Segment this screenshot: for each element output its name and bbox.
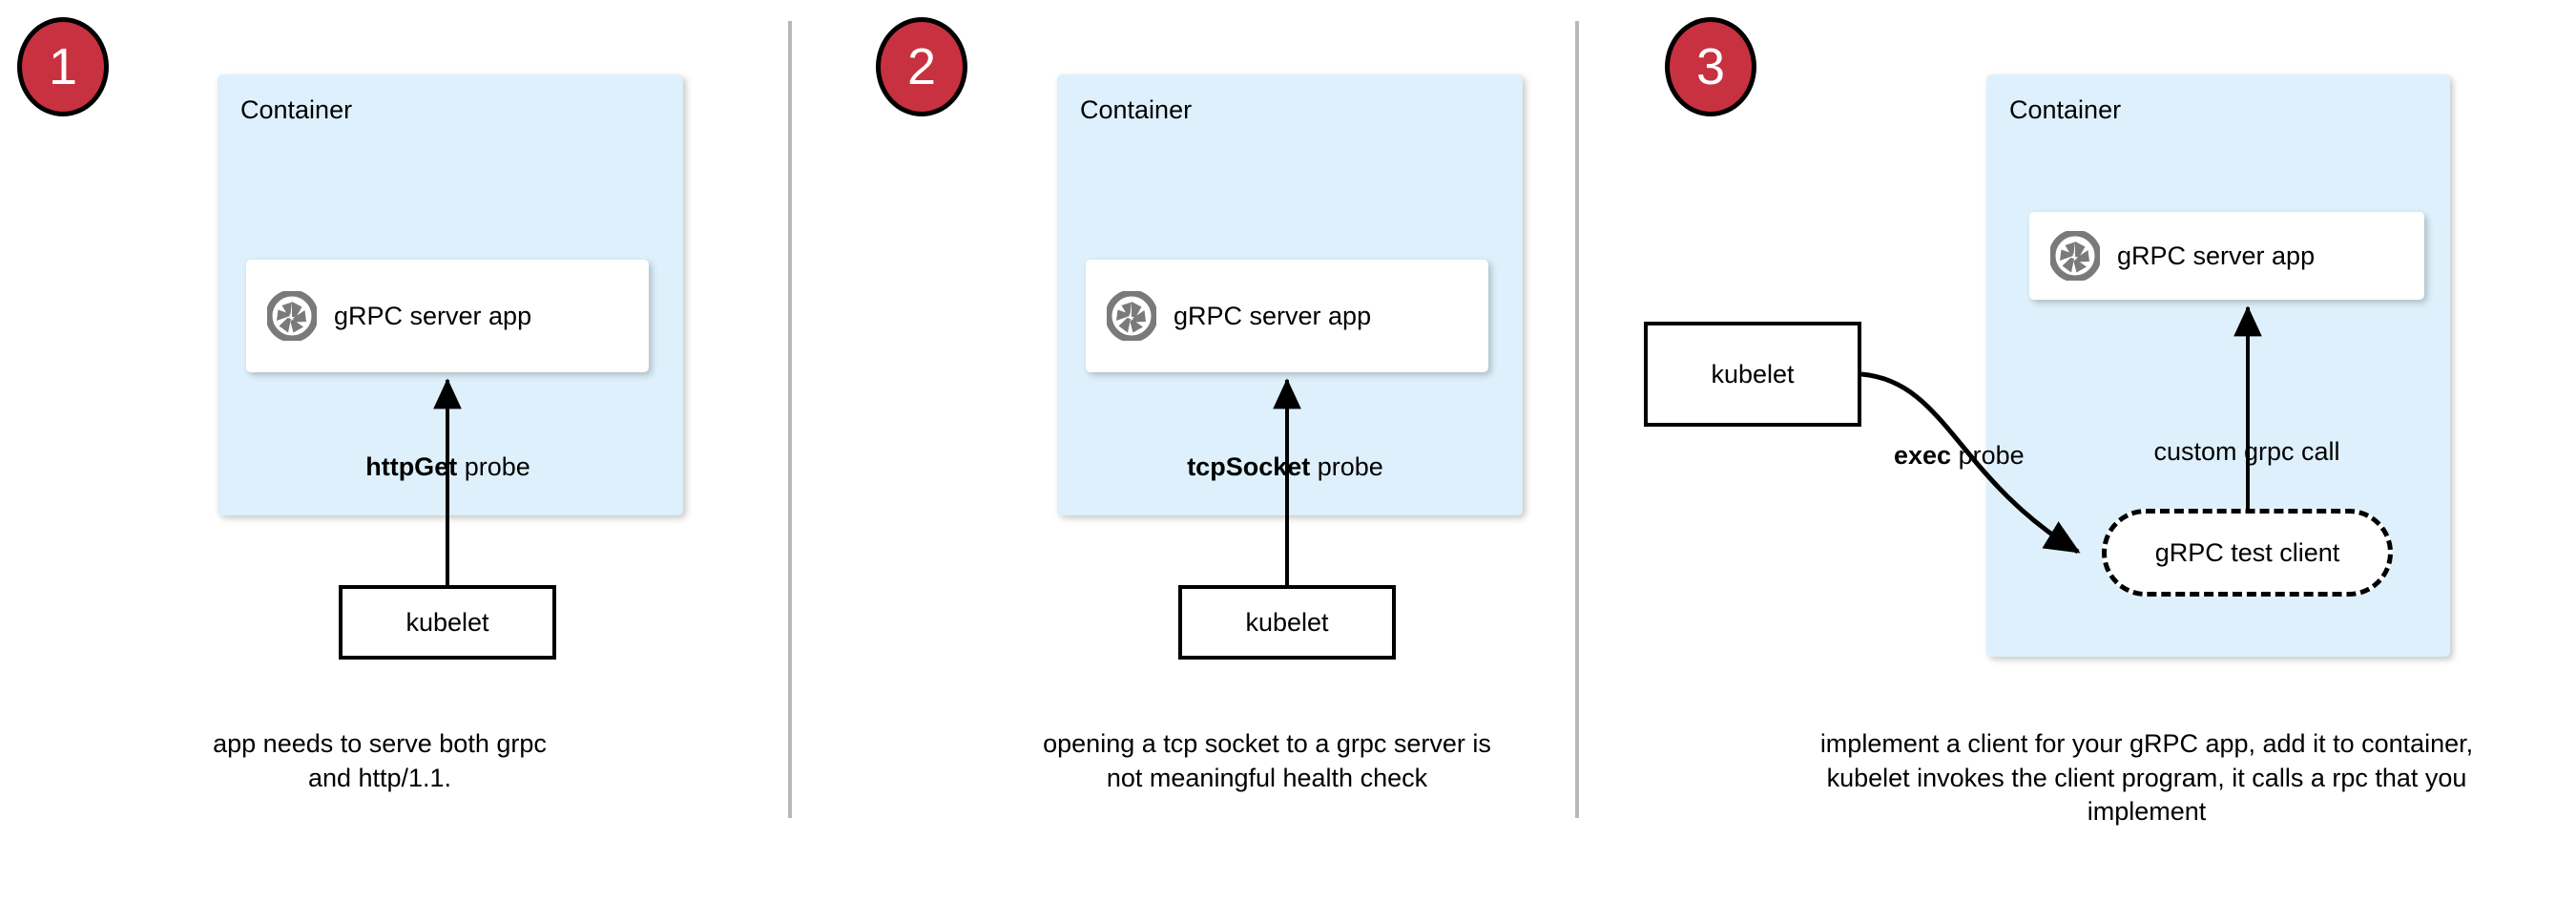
kubelet-label-2: kubelet [1245, 607, 1329, 637]
panel-caption-3: implement a client for your gRPC app, ad… [1819, 729, 2474, 827]
exec-probe-label-strong: exec [1894, 441, 1952, 470]
probe-label-1-rest: probe [457, 452, 530, 481]
probe-label-2-rest: probe [1310, 452, 1383, 481]
probe-label-1-strong: httpGet [365, 452, 458, 481]
grpc-test-client-box: gRPC test client [2102, 509, 2393, 597]
grpc-server-app-card-3: gRPC server app [2029, 212, 2424, 300]
kubelet-box-1: kubelet [339, 585, 556, 660]
container-label-1: Container [240, 95, 353, 124]
grpc-test-client-label: gRPC test client [2154, 537, 2340, 567]
grpc-aperture-icon [2048, 229, 2102, 283]
step-badge-1: 1 [17, 17, 109, 116]
panel-divider-1 [788, 21, 792, 818]
panel-caption-1: app needs to serve both grpc and http/1.… [213, 729, 547, 792]
grpc-aperture-icon [1105, 289, 1158, 343]
step-badge-2: 2 [876, 17, 967, 116]
grpc-server-app-label-1: gRPC server app [334, 301, 532, 330]
grpc-server-app-card-2: gRPC server app [1086, 260, 1488, 372]
step-badge-number: 1 [48, 38, 78, 95]
probe-label-2: tcpSocket probe [1166, 452, 1404, 482]
panel-divider-2 [1575, 21, 1579, 818]
kubelet-box-2: kubelet [1178, 585, 1396, 660]
panel-caption-2: opening a tcp socket to a grpc server is… [1043, 729, 1491, 792]
probe-label-1: httpGet probe [341, 452, 555, 482]
grpc-aperture-icon [265, 289, 319, 343]
container-label-2: Container [1080, 95, 1193, 124]
kubelet-label-1: kubelet [405, 607, 489, 637]
exec-probe-label-rest: probe [1951, 441, 2025, 470]
grpc-server-app-label-2: gRPC server app [1174, 301, 1372, 330]
grpc-server-app-card-1: gRPC server app [246, 260, 649, 372]
grpc-server-app-label-3: gRPC server app [2117, 241, 2316, 270]
probe-label-2-strong: tcpSocket [1187, 452, 1311, 481]
step-badge-3: 3 [1665, 17, 1756, 116]
step-badge-number: 2 [906, 38, 937, 95]
step-badge-number: 3 [1695, 38, 1726, 95]
kubelet-box-3: kubelet [1644, 322, 1861, 427]
exec-probe-label: exec probe [1894, 441, 2123, 471]
kubelet-label-3: kubelet [1711, 359, 1795, 388]
container-label-3: Container [2009, 95, 2122, 124]
custom-grpc-call-label: custom grpc call [2153, 437, 2340, 466]
